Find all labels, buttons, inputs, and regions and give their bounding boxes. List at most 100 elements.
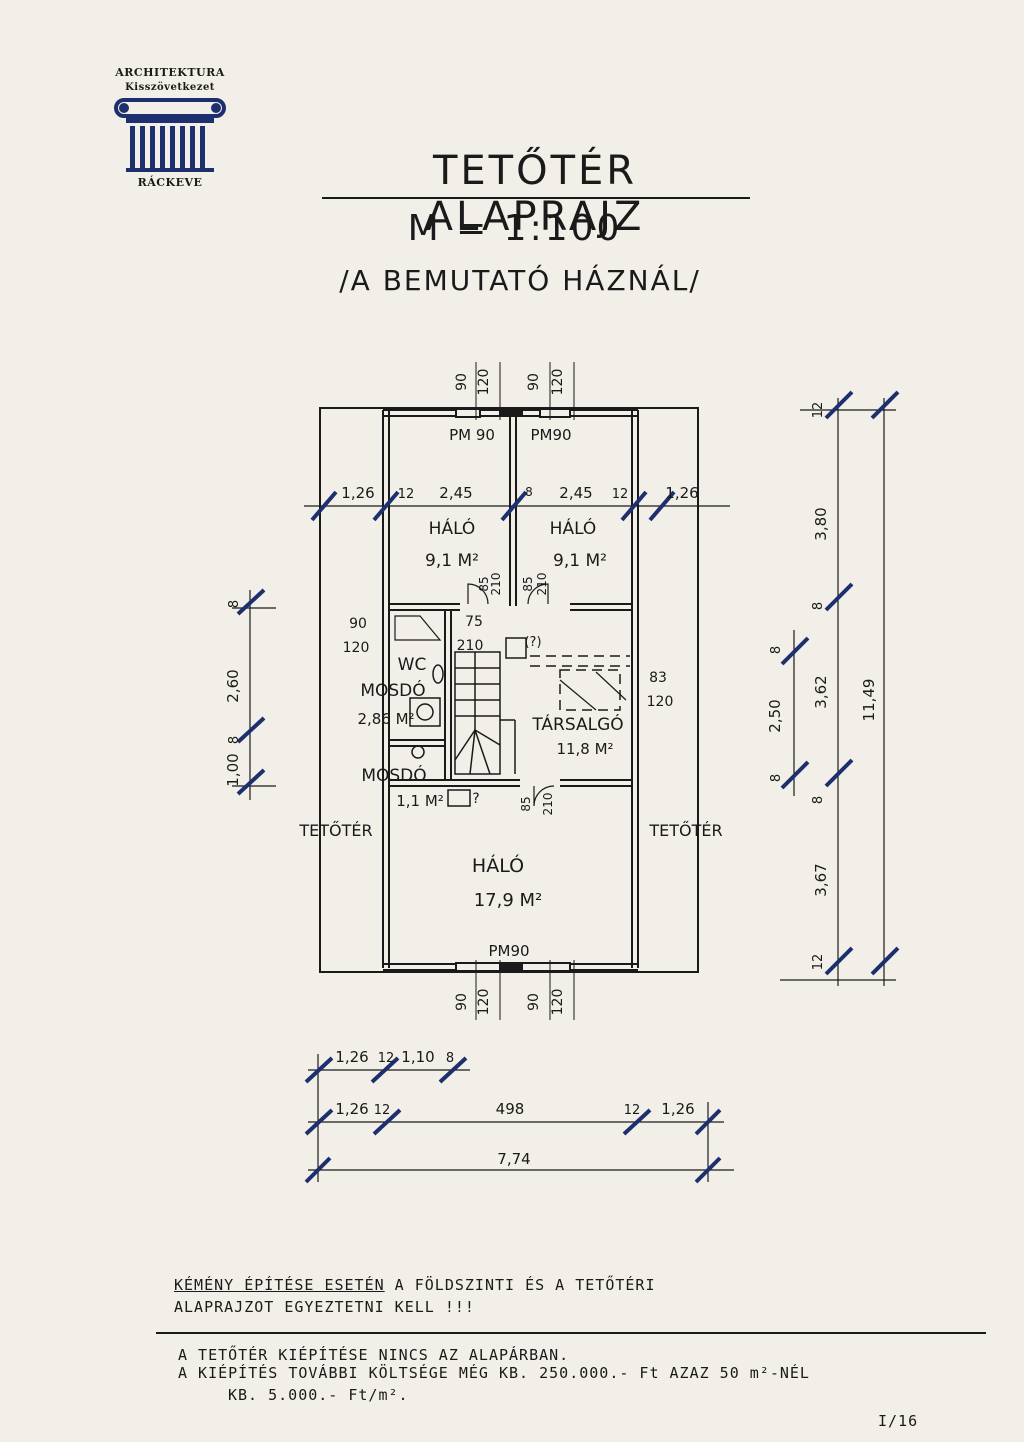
window-label-3: PM90 bbox=[488, 942, 529, 960]
note-divider bbox=[156, 1332, 986, 1334]
svg-text:11,49: 11,49 bbox=[860, 679, 878, 722]
interior-walls bbox=[389, 416, 632, 787]
room-area-washroom-1: 2,86 M² bbox=[357, 710, 414, 728]
attic-label-right: TETŐTÉR bbox=[648, 820, 722, 840]
svg-text:210: 210 bbox=[535, 573, 549, 596]
dim-lines-left bbox=[232, 590, 276, 800]
room-area-bedroom-3: 17,9 M² bbox=[474, 890, 543, 911]
svg-text:90: 90 bbox=[454, 993, 470, 1011]
dim-ticks-left bbox=[236, 588, 266, 796]
dims-left: 8 2,60 8 1,00 bbox=[224, 600, 242, 787]
svg-text:8: 8 bbox=[769, 646, 784, 654]
logo-company-name: ARCHITEKTURA bbox=[115, 66, 225, 79]
svg-text:120: 120 bbox=[476, 989, 492, 1016]
note-line-3: A TETŐTÉR KIÉPÍTÉSE NINCS AZ ALAPÁRBAN. bbox=[178, 1346, 570, 1364]
room-area-living: 11,8 M² bbox=[556, 740, 613, 758]
room-name-bedroom-2: HÁLÓ bbox=[550, 517, 597, 539]
svg-text:1,26: 1,26 bbox=[665, 484, 698, 502]
svg-text:1,26: 1,26 bbox=[335, 1048, 368, 1066]
window-label-1: PM 90 bbox=[449, 426, 495, 444]
drawing-title: TETŐTÉR ALAPRAJZ bbox=[425, 148, 645, 240]
svg-text:210: 210 bbox=[541, 793, 555, 816]
svg-text:12: 12 bbox=[811, 402, 826, 419]
room-area-bedroom-2: 9,1 M² bbox=[553, 551, 607, 571]
room-name-washroom-2: MOSDÓ bbox=[361, 764, 426, 786]
svg-text:85: 85 bbox=[477, 576, 491, 591]
dims-inner-top: 1,26 12 2,45 8 2,45 12 1,26 bbox=[341, 484, 698, 502]
window-label-2: PM90 bbox=[530, 426, 571, 444]
note-line-1-rest: A FÖLDSZINTI ÉS A TETŐTÉRI bbox=[384, 1276, 656, 1294]
sanitary-fixtures bbox=[409, 664, 444, 759]
svg-text:8: 8 bbox=[446, 1051, 454, 1066]
svg-text:8: 8 bbox=[227, 736, 242, 744]
svg-text:12: 12 bbox=[624, 1103, 641, 1118]
dim-lines-bottom bbox=[308, 1054, 734, 1182]
room-name-bedroom-3: HÁLÓ bbox=[472, 853, 524, 877]
svg-text:8: 8 bbox=[811, 796, 826, 804]
svg-text:498: 498 bbox=[496, 1100, 525, 1118]
svg-text:8: 8 bbox=[811, 602, 826, 610]
column-logo-icon bbox=[114, 98, 226, 172]
svg-text:85: 85 bbox=[521, 576, 535, 591]
svg-text:2,45: 2,45 bbox=[439, 484, 472, 502]
note-line-1-underlined: KÉMÉNY ÉPÍTÉSE ESETÉN bbox=[174, 1276, 385, 1294]
door-swings bbox=[394, 583, 627, 807]
svg-text:1,10: 1,10 bbox=[401, 1048, 434, 1066]
svg-text:3,67: 3,67 bbox=[812, 863, 830, 896]
room-area-bedroom-1: 9,1 M² bbox=[425, 551, 479, 571]
note-line-5: KB. 5.000.- Ft/m². bbox=[228, 1386, 409, 1404]
svg-text:90: 90 bbox=[454, 373, 470, 391]
room-name-washroom-1: MOSDÓ bbox=[360, 679, 425, 701]
svg-text:120: 120 bbox=[343, 640, 370, 656]
svg-text:12: 12 bbox=[374, 1103, 391, 1118]
windows bbox=[455, 408, 571, 972]
svg-text:83: 83 bbox=[649, 670, 667, 686]
logo-company-type: Kisszövetkezet bbox=[125, 82, 215, 93]
title-underline bbox=[322, 197, 750, 199]
room-labels: HÁLÓ 9,1 M² HÁLÓ 9,1 M² WC MOSDÓ 2,86 M²… bbox=[298, 426, 722, 960]
svg-text:1,00: 1,00 bbox=[224, 753, 242, 786]
svg-text:3,62: 3,62 bbox=[812, 675, 830, 708]
svg-text:1,26: 1,26 bbox=[661, 1100, 694, 1118]
dim-ticks-inner-top bbox=[310, 490, 676, 522]
svg-text:8: 8 bbox=[525, 485, 533, 499]
opening-dimensions: 90 120 90 120 90 120 90 120 90 120 83 12… bbox=[343, 369, 674, 1016]
logo-location: RÁCKEVE bbox=[137, 176, 203, 189]
drawing-subtitle: /A BEMUTATÓ HÁZNÁL/ bbox=[339, 264, 701, 297]
svg-text:12: 12 bbox=[612, 487, 629, 502]
svg-text:210: 210 bbox=[457, 638, 484, 654]
svg-text:12: 12 bbox=[398, 487, 415, 502]
opening-ticks bbox=[475, 362, 575, 1020]
svg-text:2,50: 2,50 bbox=[766, 699, 784, 732]
rooflight-outline bbox=[530, 655, 630, 711]
svg-text:7,74: 7,74 bbox=[497, 1150, 530, 1168]
dim-lines-right bbox=[780, 398, 896, 986]
svg-text:1,26: 1,26 bbox=[335, 1100, 368, 1118]
svg-text:2,45: 2,45 bbox=[559, 484, 592, 502]
page-number: I/16 bbox=[878, 1412, 919, 1430]
svg-text:75: 75 bbox=[465, 614, 483, 630]
svg-text:210: 210 bbox=[489, 573, 503, 596]
dims-bottom: 1,26 12 1,10 8 1,26 12 498 12 1,26 7,74 bbox=[335, 1048, 694, 1168]
question-mark-2: ? bbox=[472, 791, 479, 807]
svg-text:3,80: 3,80 bbox=[812, 507, 830, 540]
svg-text:2,60: 2,60 bbox=[224, 669, 242, 702]
dim-ticks-right bbox=[780, 390, 900, 976]
svg-text:8: 8 bbox=[227, 600, 242, 608]
svg-text:120: 120 bbox=[550, 369, 566, 396]
chimney-marks bbox=[447, 637, 527, 807]
svg-text:90: 90 bbox=[349, 616, 367, 632]
svg-text:1,26: 1,26 bbox=[341, 484, 374, 502]
svg-text:85: 85 bbox=[519, 796, 533, 811]
drawing-scale: M = 1:100 bbox=[407, 208, 623, 249]
svg-text:120: 120 bbox=[550, 989, 566, 1016]
room-name-wc: WC bbox=[398, 655, 427, 675]
svg-text:90: 90 bbox=[526, 993, 542, 1011]
svg-text:12: 12 bbox=[378, 1051, 395, 1066]
room-name-living: TÁRSALGÓ bbox=[531, 713, 623, 735]
svg-text:12: 12 bbox=[811, 954, 826, 971]
question-mark-1: (?) bbox=[524, 635, 541, 650]
svg-text:8: 8 bbox=[769, 774, 784, 782]
